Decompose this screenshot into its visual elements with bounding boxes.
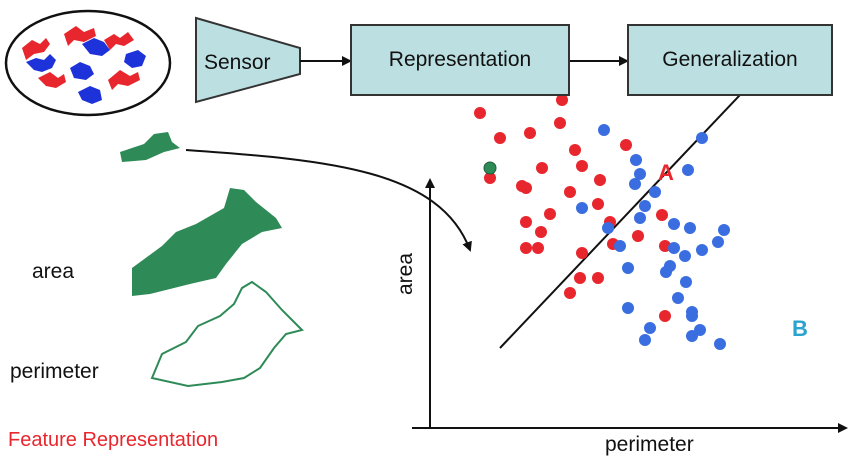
class-a-point [592, 198, 604, 210]
class-a-point [532, 242, 544, 254]
representation-box: Representation [350, 24, 570, 96]
class-a-point [484, 172, 496, 184]
class-a-point [524, 127, 536, 139]
class-a-point [520, 242, 532, 254]
class-a-point [494, 132, 506, 144]
class-b-point [686, 330, 698, 342]
class-b-point [576, 202, 588, 214]
class-a-label: A [658, 160, 674, 185]
class-a-point [564, 287, 576, 299]
class-a-point [536, 162, 548, 174]
class-b-point [712, 236, 724, 248]
area-label: area [32, 260, 74, 283]
representation-label: Representation [388, 48, 532, 71]
class-b-point [668, 218, 680, 230]
class-b-point [686, 306, 698, 318]
red-blob-shapes [22, 26, 140, 90]
class-b-point [684, 222, 696, 234]
sample-shape-small [120, 132, 180, 162]
class-a-point [520, 216, 532, 228]
class-b-point [682, 164, 694, 176]
class-a-point [535, 226, 547, 238]
class-a-point [576, 247, 588, 259]
x-axis-label: perimeter [605, 433, 694, 456]
class-b-point [622, 262, 634, 274]
class-a-point [632, 230, 644, 242]
class-b-point [696, 132, 708, 144]
red-blob [22, 38, 50, 60]
class-b-label: B [792, 316, 808, 341]
blue-blob [78, 86, 102, 104]
class-b-point [672, 292, 684, 304]
sensor-label: Sensor [204, 51, 271, 74]
red-blob [108, 70, 140, 90]
sensor-box [195, 16, 301, 104]
class-a-point [594, 174, 606, 186]
y-axis-label: area [394, 253, 417, 295]
class-a-point [544, 208, 556, 220]
class-a-point [592, 272, 604, 284]
class-a-point [564, 186, 576, 198]
class-a-point [620, 139, 632, 151]
class-a-point [556, 94, 568, 106]
class-b-point [602, 222, 614, 234]
class-a-point [659, 240, 671, 252]
class-b-point [718, 224, 730, 236]
class-b-point [598, 124, 610, 136]
class-b-point [634, 212, 646, 224]
red-blob [64, 26, 96, 46]
perimeter-label: perimeter [10, 360, 99, 383]
class-b-point [714, 338, 726, 350]
sample-population [4, 9, 172, 117]
blue-blob [70, 62, 94, 80]
red-blob [104, 32, 134, 50]
generalization-label: Generalization [662, 48, 798, 71]
class-b-point [629, 178, 641, 190]
class-a-point [474, 107, 486, 119]
decision-boundary-line [499, 57, 776, 349]
class-a-point [516, 180, 528, 192]
red-blob [38, 72, 66, 88]
class-b-point [664, 260, 676, 272]
sample-point [483, 161, 497, 175]
class-b-point [630, 154, 642, 166]
feature-representation-caption: Feature Representation [8, 429, 218, 451]
generalization-box: Generalization [627, 24, 833, 96]
class-a-point [576, 160, 588, 172]
class-b-point [634, 168, 646, 180]
class-b-point [614, 240, 626, 252]
blue-blob [124, 50, 146, 68]
class-a-point [569, 144, 581, 156]
class-b-point [644, 322, 656, 334]
class-b-point [649, 186, 661, 198]
area-shape [132, 188, 282, 296]
blue-blob [26, 54, 56, 72]
class-a-point [659, 310, 671, 322]
class-b-point [622, 302, 634, 314]
class-a-point [574, 272, 586, 284]
class-b-point [639, 200, 651, 212]
blue-blob-shapes [26, 38, 146, 104]
class-a-point [656, 209, 668, 221]
class-b-point [679, 250, 691, 262]
perimeter-shape [150, 280, 304, 388]
class-b-point [696, 244, 708, 256]
mapping-arrow [185, 149, 472, 252]
class-b-point [680, 276, 692, 288]
class-b-point [639, 334, 651, 346]
blue-blob [82, 38, 110, 56]
class-b-point [668, 242, 680, 254]
class-a-point [554, 117, 566, 129]
